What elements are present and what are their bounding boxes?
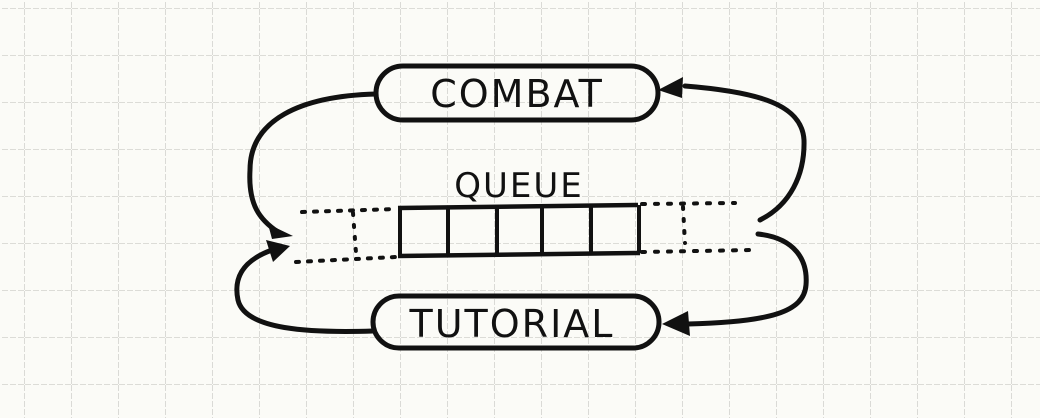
- arrowhead-icon: [658, 77, 683, 98]
- arrowhead-icon: [268, 224, 293, 239]
- queue-label: QUEUE: [454, 166, 584, 206]
- combat-label: COMBAT: [430, 72, 604, 116]
- tutorial-label: TUTORIAL: [409, 302, 615, 346]
- edge-tutorial-to-queue: [234, 240, 376, 334]
- combat-node: COMBAT: [373, 63, 661, 123]
- edge-combat-to-queue: [247, 91, 379, 239]
- arrowhead-icon: [266, 240, 290, 262]
- arrowhead-icon: [662, 311, 690, 336]
- edge-queue-to-tutorial: [662, 231, 809, 336]
- tutorial-node: TUTORIAL: [370, 293, 662, 351]
- queue-node: [294, 201, 754, 264]
- edge-queue-to-combat: [658, 77, 807, 223]
